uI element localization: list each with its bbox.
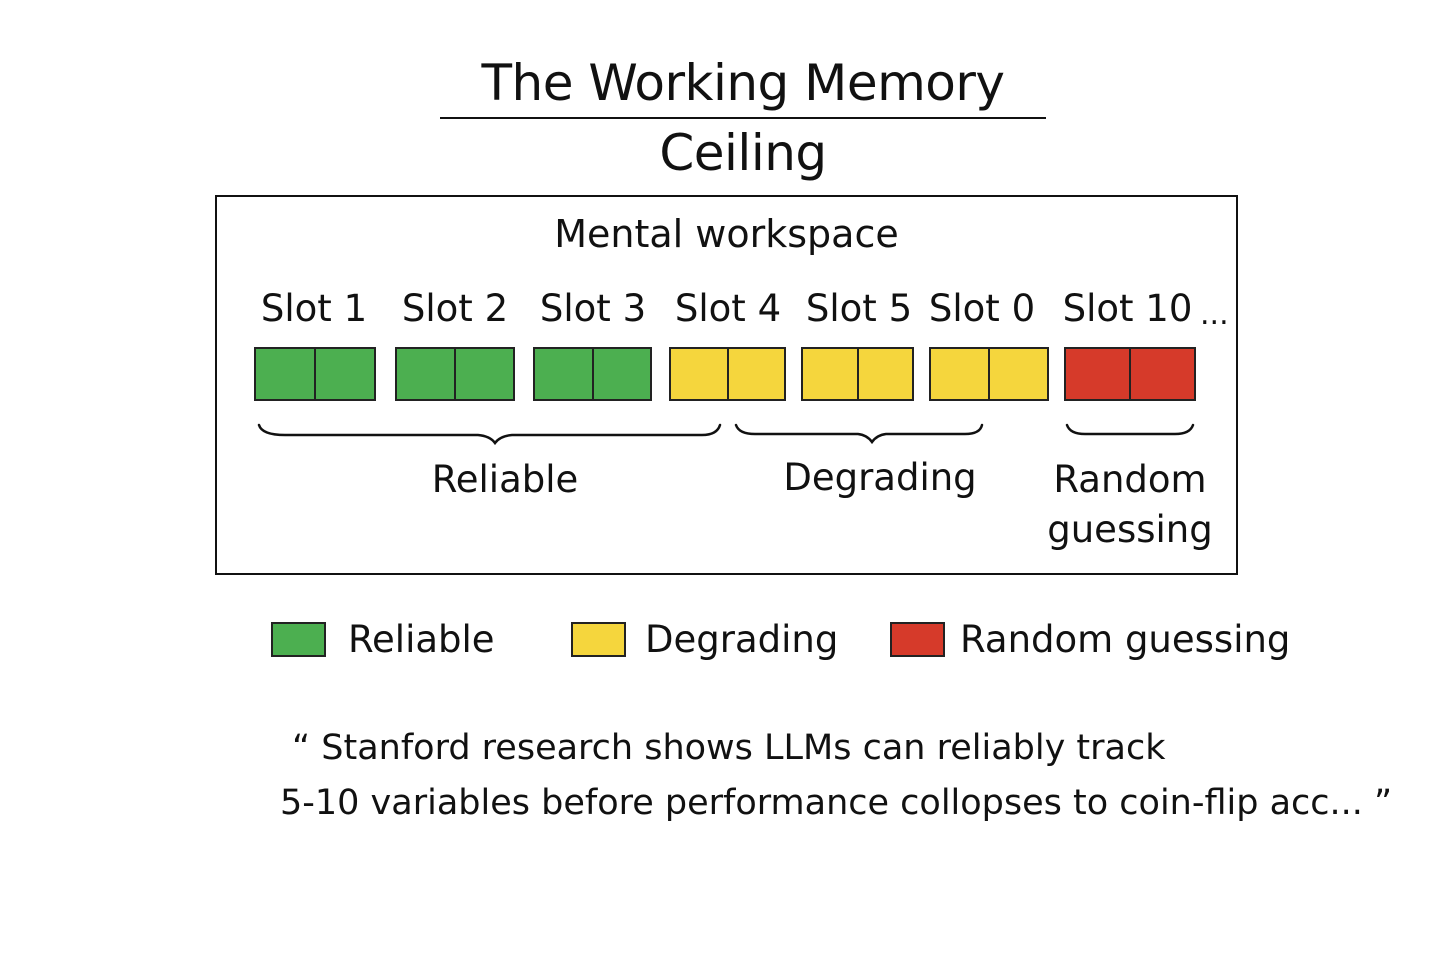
- slot-box-2: [395, 347, 515, 401]
- slot-box-5: [801, 347, 914, 401]
- group-label-degrading: Degrading: [783, 456, 977, 499]
- slot-cell: [1066, 349, 1129, 399]
- slot-label-3: Slot 3: [539, 287, 647, 330]
- slot-box-6: [929, 347, 1049, 401]
- slot-label-6: Slot 0: [928, 287, 1036, 330]
- slot-cell: [803, 349, 857, 399]
- slot-box-4: [669, 347, 786, 401]
- legend-label-random: Random guessing: [960, 618, 1291, 661]
- slot-box-7: [1064, 347, 1196, 401]
- slot-label-2: Slot 2: [401, 287, 509, 330]
- group-label-reliable: Reliable: [431, 458, 579, 501]
- slot-cell: [314, 349, 374, 399]
- mental-workspace-box: [215, 195, 1238, 575]
- more-slots-ellipsis: ...: [1200, 297, 1229, 332]
- slot-box-3: [533, 347, 652, 401]
- slot-cell: [856, 349, 912, 399]
- slot-cell: [1129, 349, 1194, 399]
- slot-cell: [454, 349, 513, 399]
- slot-cell: [397, 349, 454, 399]
- slot-label-1: Slot 1: [260, 287, 368, 330]
- slot-cell: [256, 349, 314, 399]
- legend-swatch-reliable: [271, 622, 326, 657]
- legend-swatch-random: [890, 622, 945, 657]
- slot-label-7: Slot 10: [1062, 287, 1193, 330]
- slot-label-5: Slot 5: [805, 287, 913, 330]
- slot-cell: [931, 349, 988, 399]
- slot-label-4: Slot 4: [674, 287, 782, 330]
- legend-swatch-degrading: [571, 622, 626, 657]
- quote-line-2: 5-10 variables before performance collop…: [280, 783, 1393, 823]
- group-label-random-line1: Random: [1053, 458, 1207, 501]
- slot-cell: [988, 349, 1047, 399]
- group-label-random-line2: guessing: [1047, 508, 1213, 551]
- slot-cell: [591, 349, 650, 399]
- legend-label-degrading: Degrading: [645, 618, 839, 661]
- title-underline: [440, 117, 1046, 119]
- page-title: The Working Memory Ceiling: [481, 54, 1005, 182]
- slot-cell: [671, 349, 727, 399]
- slot-box-1: [254, 347, 376, 401]
- quote-line-1: “ Stanford research shows LLMs can relia…: [292, 728, 1166, 768]
- workspace-title: Mental workspace: [554, 212, 899, 256]
- slot-cell: [535, 349, 592, 399]
- slot-cell: [726, 349, 784, 399]
- legend-label-reliable: Reliable: [348, 618, 495, 661]
